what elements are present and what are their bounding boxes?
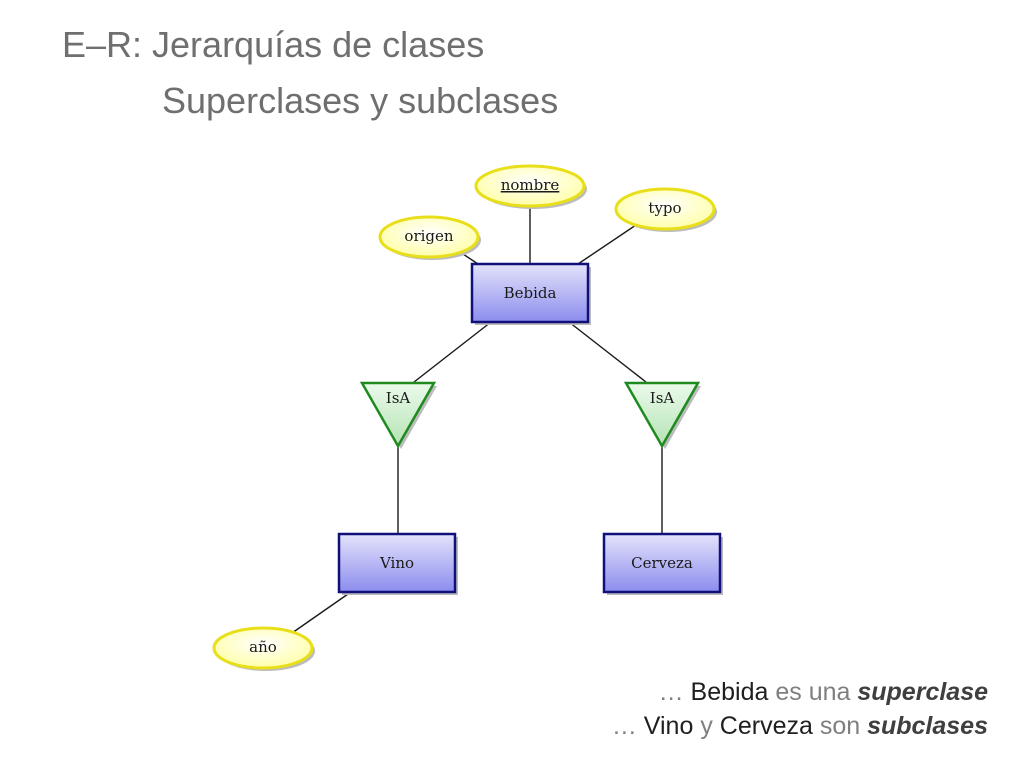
entity-vino-label: Vino [379,554,414,572]
attribute-anio: año [212,626,315,671]
entity-cerveza: Cerveza [602,532,723,595]
connector-bebida-isa-left [413,321,492,383]
caption-term-superclase: superclase [857,678,988,706]
isa-left-label: IsA [386,389,411,407]
connector-bebida-isa-right [568,321,647,383]
entity-cerveza-label: Cerveza [631,554,693,572]
isa-right-triangle: IsA [623,381,701,449]
caption-conjunction: y [693,712,720,740]
entity-bebida-label: Bebida [504,284,557,302]
caption-entity-cerveza: Cerveza [719,712,813,740]
caption-text: son [812,712,868,740]
entity-vino: Vino [337,532,458,595]
caption-ellipsis: … [658,678,691,706]
attribute-origen-label: origen [404,227,453,245]
caption-entity-bebida: Bebida [690,678,769,706]
attribute-typo-label: typo [648,199,681,217]
attribute-origen: origen [378,215,481,260]
caption-term-subclases: subclases [867,712,988,740]
entity-bebida: Bebida [470,262,591,325]
caption-ellipsis: … [611,712,644,740]
isa-right-label: IsA [650,389,675,407]
caption-superclass: … Bebida es una superclase [659,678,988,707]
attribute-nombre-label: nombre [501,176,560,194]
caption-text: es una [768,678,858,706]
slide-title-line-1: E–R: Jerarquías de clases [62,24,485,65]
connector-lines [291,206,663,634]
attribute-anio-label: año [249,638,277,656]
isa-left-triangle: IsA [359,381,437,449]
attribute-nombre: nombre [474,164,587,209]
caption-subclasses: … Vino y Cerveza son subclases [612,712,988,741]
connector-vino-anio [291,593,349,634]
caption-entity-vino: Vino [643,712,694,740]
attribute-typo: typo [614,187,717,232]
slide-title-line-2: Superclases y subclases [162,80,559,121]
connector-typo-bebida [577,224,637,265]
